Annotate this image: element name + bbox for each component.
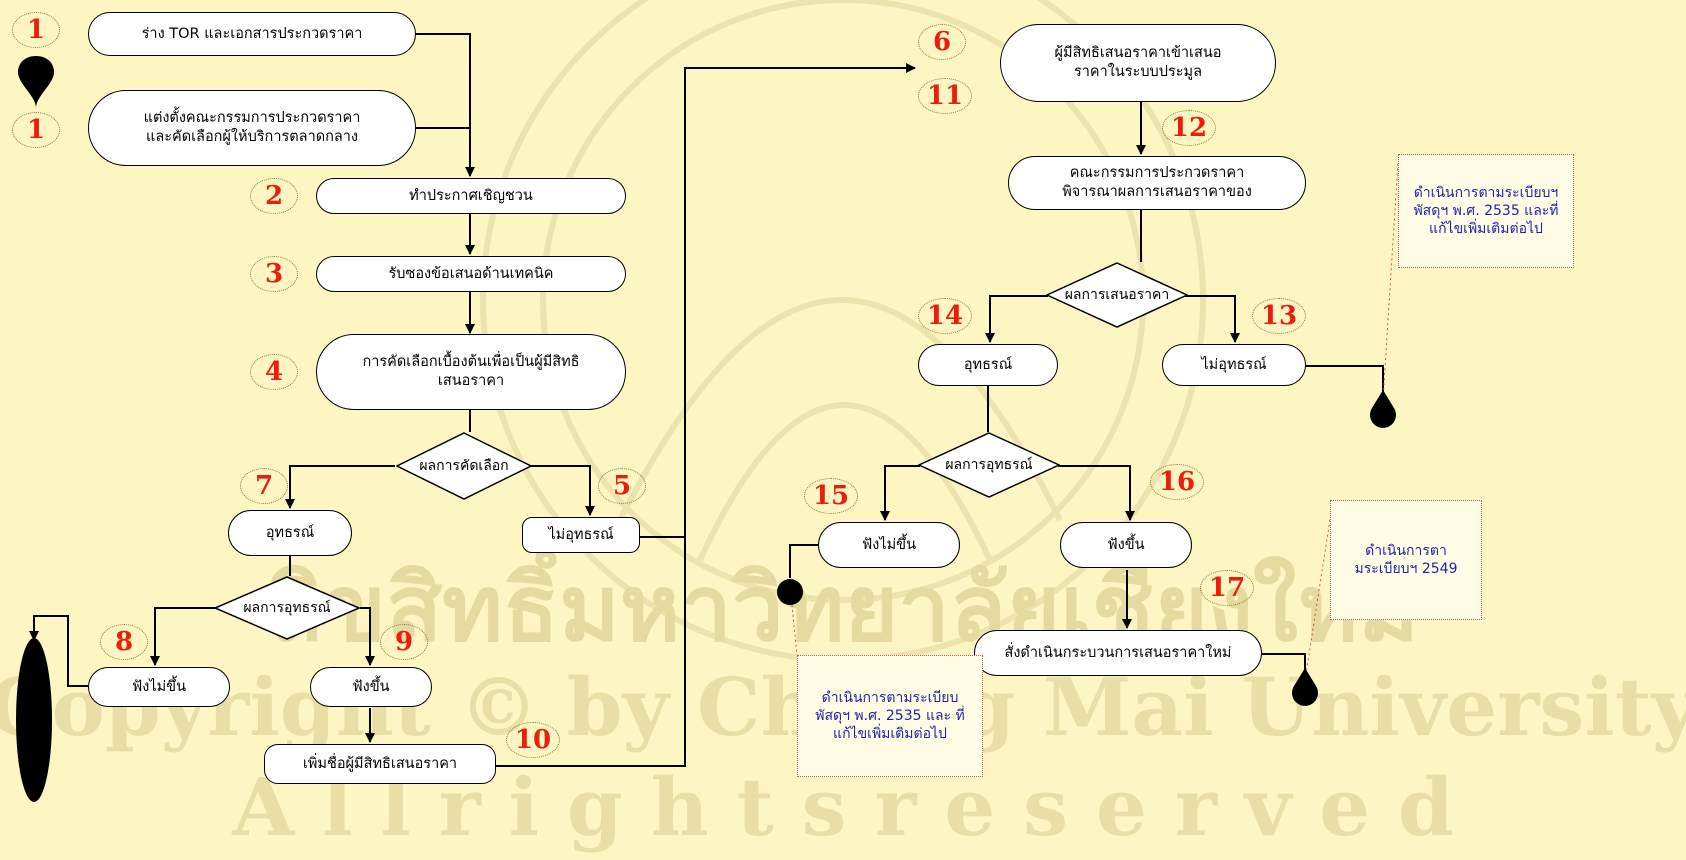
step-number-17: 17 <box>1200 570 1254 606</box>
step-number-2: 2 <box>250 178 298 214</box>
step-number-9: 9 <box>380 624 428 660</box>
step-add-bidder: เพิ่มชื่อผู้มีสิทธิเสนอราคา <box>264 744 496 784</box>
step-appeal-left: อุทธรณ์ <box>228 510 352 556</box>
decision-appeal-result-right: ผลการอุทธรณ์ <box>918 432 1060 498</box>
end-marker-not-heard <box>777 579 803 605</box>
step-number-13: 13 <box>1252 298 1306 334</box>
step-not-heard-right: ฟังไม่ขึ้น <box>818 522 960 568</box>
step-number-7: 7 <box>240 468 288 504</box>
note-mid-right: ดำเนินการตามระเบียบฯ 2549 <box>1330 500 1482 620</box>
step-announce: ทำประกาศเชิญชวน <box>316 178 626 214</box>
step-number-12: 12 <box>1162 110 1216 146</box>
step-number-8: 8 <box>100 624 148 660</box>
step-heard-left: ฟังขึ้น <box>310 667 432 707</box>
step-number-14: 14 <box>918 298 972 334</box>
step-number-10: 10 <box>506 722 560 758</box>
step-no-appeal-right: ไม่อุทธรณ์ <box>1162 344 1306 386</box>
step-number-16: 16 <box>1150 464 1204 500</box>
step-number-11: 11 <box>918 78 972 114</box>
step-not-heard-left: ฟังไม่ขึ้น <box>88 667 230 707</box>
decision-bid-result: ผลการเสนอราคา <box>1046 262 1188 328</box>
decision-appeal-left-label: ผลการอุทธรณ์ <box>243 600 331 616</box>
decision-bid-result-label: ผลการเสนอราคา <box>1064 287 1170 303</box>
step-committee-consider: คณะกรรมการประกวดราคาพิจารณาผลการเสนอราคา… <box>1008 156 1306 210</box>
step-no-appeal-left: ไม่อุทธรณ์ <box>522 517 640 553</box>
decision-preselect-result: ผลการคัดเลือก <box>396 432 532 500</box>
end-marker-new-bidding <box>1292 668 1318 706</box>
step-preselect: การคัดเลือกเบื้องต้นเพื่อเป็นผู้มีสิทธิเ… <box>316 334 626 410</box>
step-bid-online: ผู้มีสิทธิเสนอราคาเข้าเสนอราคาในระบบประม… <box>1000 24 1276 102</box>
step-number-15: 15 <box>804 478 858 514</box>
step-number-1b: 1 <box>12 112 60 148</box>
step-receive-tech: รับซองข้อเสนอด้านเทคนิค <box>316 256 626 292</box>
step-draft-tor: ร่าง TOR และเอกสารประกวดราคา <box>88 12 416 56</box>
step-number-5: 5 <box>598 468 646 504</box>
end-marker-top <box>18 56 54 108</box>
decision-appeal-result-left: ผลการอุทธรณ์ <box>214 576 360 640</box>
end-marker-left <box>16 638 52 802</box>
step-number-6: 6 <box>918 24 966 60</box>
step-appoint-committee: แต่งตั้งคณะกรรมการประกวดราคาและคัดเลือกผ… <box>88 90 416 166</box>
decision-appeal-right-label: ผลการอุทธรณ์ <box>945 457 1033 473</box>
end-marker-no-appeal <box>1370 390 1396 428</box>
note-top-right: ดำเนินการตามระเบียบฯ พัสดุฯ พ.ศ. 2535 แล… <box>1398 154 1574 268</box>
decision-preselect-label: ผลการคัดเลือก <box>419 458 509 474</box>
step-number-3: 3 <box>250 256 298 292</box>
step-new-bidding: สั่งดำเนินกระบวนการเสนอราคาใหม่ <box>974 630 1262 676</box>
note-bottom: ดำเนินการตามระเบียบ พัสดุฯ พ.ศ. 2535 และ… <box>797 655 983 777</box>
step-number-1a: 1 <box>12 12 60 48</box>
step-number-4: 4 <box>250 354 298 390</box>
step-appeal-right: อุทธรณ์ <box>918 344 1058 386</box>
step-heard-right: ฟังขึ้น <box>1060 522 1192 568</box>
